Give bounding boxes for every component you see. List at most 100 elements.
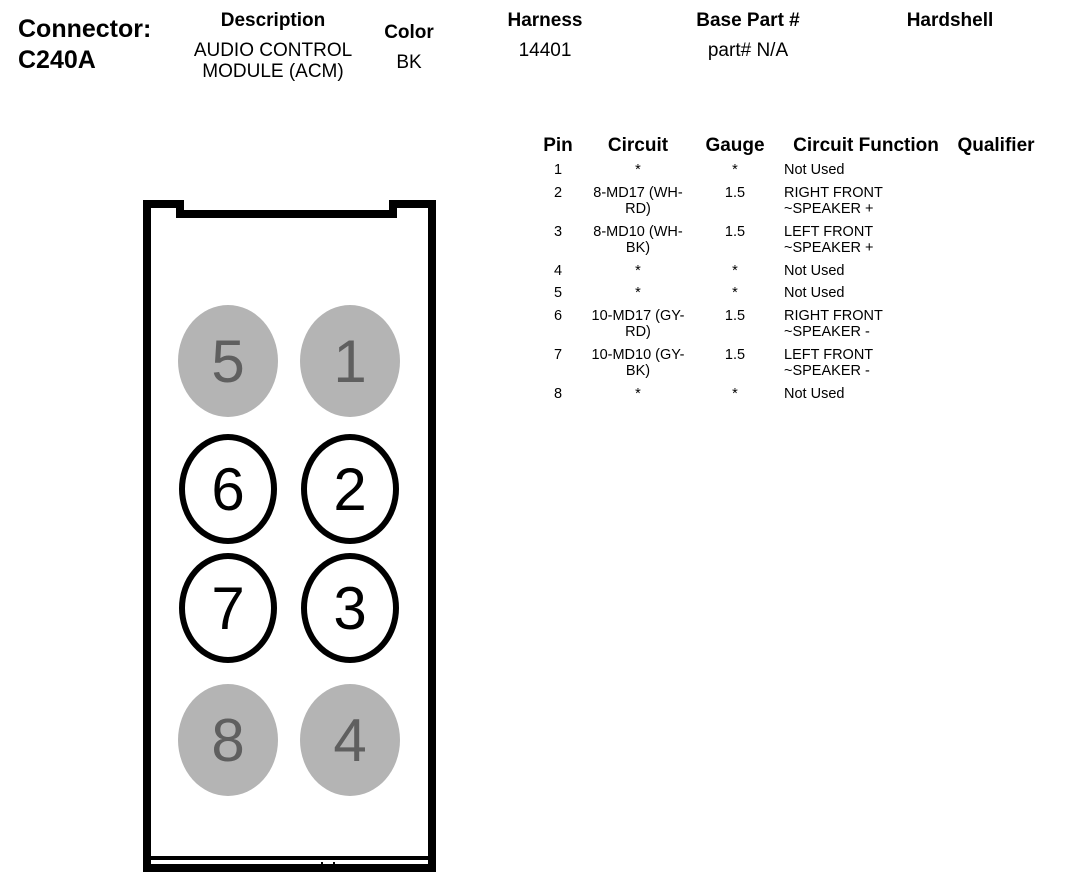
gauge-cell: * xyxy=(732,262,738,279)
gauge-cell: 1.5 xyxy=(724,223,746,240)
circuit-function-cell: RIGHT FRONT~SPEAKER - xyxy=(776,308,948,347)
pin-cavity: 6 xyxy=(179,434,277,544)
description-label: Description xyxy=(220,10,326,31)
pin-cavity-shape xyxy=(179,553,277,663)
table-row: 7 10-MD10 (GY-BK) 1.5 LEFT FRONT~SPEAKER - xyxy=(534,347,1044,386)
pin-cavity-shape xyxy=(300,305,400,417)
pin-cavity: 7 xyxy=(179,553,277,663)
pin-cavity: 2 xyxy=(301,434,399,544)
pin-number-label: 4 xyxy=(333,707,366,774)
pin-number-label: 3 xyxy=(333,575,366,642)
circuit-cell: 8-MD10 (WH-BK) xyxy=(593,223,683,257)
pin-cavity: 5 xyxy=(178,305,278,417)
gauge-cell: 1.5 xyxy=(724,346,746,363)
pin-number-cell: 1 xyxy=(553,162,563,178)
circuit-cell: * xyxy=(635,162,641,178)
pin-table-header: Pin Circuit Gauge Circuit Function Quali… xyxy=(534,134,1044,162)
pin-cavity: 3 xyxy=(301,553,399,663)
circuit-function-line: LEFT FRONT xyxy=(784,346,874,363)
circuit-function-cell: Not Used xyxy=(776,263,948,286)
pin-table: Pin Circuit Gauge Circuit Function Quali… xyxy=(534,134,1044,408)
circuit-function-line: Not Used xyxy=(784,285,845,301)
connector-title: Connector: C240A xyxy=(18,14,151,76)
harness-column: Harness 14401 xyxy=(490,10,600,61)
header-gauge: Gauge xyxy=(705,135,765,156)
color-value: BK xyxy=(396,52,422,73)
circuit-function-line: LEFT FRONT xyxy=(784,223,874,240)
header-circuit-function: Circuit Function xyxy=(793,135,939,156)
header-pin: Pin xyxy=(543,135,573,156)
pin-cavity: 1 xyxy=(300,305,400,417)
table-row: 2 8-MD17 (WH-RD) 1.5 RIGHT FRONT~SPEAKER + xyxy=(534,185,1044,224)
pin-cavity-shape xyxy=(300,684,400,796)
pin-number-label: 7 xyxy=(211,575,244,642)
hardshell-column: Hardshell xyxy=(890,10,1010,32)
circuit-function-cell: RIGHT FRONT~SPEAKER + xyxy=(776,185,948,224)
table-row: 8 * * Not Used xyxy=(534,386,1044,409)
circuit-function-line: ~SPEAKER + xyxy=(784,201,874,217)
table-row: 3 8-MD10 (WH-BK) 1.5 LEFT FRONT~SPEAKER + xyxy=(534,224,1044,263)
circuit-cell: * xyxy=(635,262,641,279)
pin-cavity-shape xyxy=(301,553,399,663)
pin-cavity-shape xyxy=(178,684,278,796)
circuit-function-line: Not Used xyxy=(784,162,845,178)
harness-value: 14401 xyxy=(518,40,572,61)
base-part-column: Base Part # part# N/A xyxy=(676,10,820,61)
pin-number-cell: 2 xyxy=(553,184,563,201)
pin-cavity-shape xyxy=(179,434,277,544)
pin-number-cell: 3 xyxy=(553,223,563,240)
circuit-function-line: Not Used xyxy=(784,262,845,279)
pin-cavity: 8 xyxy=(178,684,278,796)
color-label: Color xyxy=(384,22,434,43)
circuit-function-cell: Not Used xyxy=(776,285,948,308)
pin-cavity-shape xyxy=(301,434,399,544)
pin-number-label: 2 xyxy=(333,456,366,523)
gauge-cell: 1.5 xyxy=(724,184,746,201)
circuit-function-line: ~SPEAKER - xyxy=(784,324,870,340)
description-column: Description AUDIO CONTROL MODULE (ACM) xyxy=(178,10,368,82)
pin-number-label: 5 xyxy=(211,328,244,395)
pin-number-cell: 6 xyxy=(553,307,563,324)
table-row: 5 * * Not Used xyxy=(534,285,1044,308)
circuit-function-cell: Not Used xyxy=(776,162,948,185)
gauge-cell: * xyxy=(732,285,738,301)
circuit-cell: 10-MD10 (GY-BK) xyxy=(591,346,685,380)
circuit-function-line: ~SPEAKER - xyxy=(784,363,870,379)
description-line2: MODULE (ACM) xyxy=(202,61,344,82)
circuit-function-line: RIGHT FRONT xyxy=(784,307,883,324)
color-column: Color BK xyxy=(372,22,446,73)
harness-label: Harness xyxy=(507,10,583,31)
gauge-cell: 1.5 xyxy=(724,307,746,324)
circuit-function-line: Not Used xyxy=(784,385,845,402)
table-row: 6 10-MD17 (GY-RD) 1.5 RIGHT FRONT~SPEAKER - xyxy=(534,308,1044,347)
pin-cavity: 4 xyxy=(300,684,400,796)
circuit-cell: 10-MD17 (GY-RD) xyxy=(591,307,685,341)
pin-number-label: 8 xyxy=(211,707,244,774)
gauge-cell: * xyxy=(732,162,738,178)
description-line1: AUDIO CONTROL xyxy=(193,40,353,61)
circuit-function-line: ~SPEAKER + xyxy=(784,240,874,256)
pin-number-cell: 4 xyxy=(553,262,563,279)
circuit-cell: 8-MD17 (WH-RD) xyxy=(593,184,683,218)
table-row: 1 * * Not Used xyxy=(534,162,1044,185)
header-circuit: Circuit xyxy=(607,135,669,156)
connector-id: C240A xyxy=(18,46,96,74)
circuit-function-cell: LEFT FRONT~SPEAKER + xyxy=(776,224,948,263)
pin-number-label: 6 xyxy=(211,456,244,523)
header-qualifier: Qualifier xyxy=(957,135,1035,156)
gauge-cell: * xyxy=(732,385,738,402)
pin-number-cell: 5 xyxy=(553,285,563,301)
circuit-function-cell: LEFT FRONT~SPEAKER - xyxy=(776,347,948,386)
circuit-function-line: RIGHT FRONT xyxy=(784,184,883,201)
table-row: 4 * * Not Used xyxy=(534,263,1044,286)
circuit-function-cell: Not Used xyxy=(776,386,948,409)
circuit-cell: * xyxy=(635,385,641,402)
base-part-value: part# N/A xyxy=(707,40,789,61)
circuit-cell: * xyxy=(635,285,641,301)
pin-cavity-shape xyxy=(178,305,278,417)
hardshell-label: Hardshell xyxy=(906,10,994,31)
pin-number-cell: 7 xyxy=(553,346,563,363)
pin-number-cell: 8 xyxy=(553,385,563,402)
